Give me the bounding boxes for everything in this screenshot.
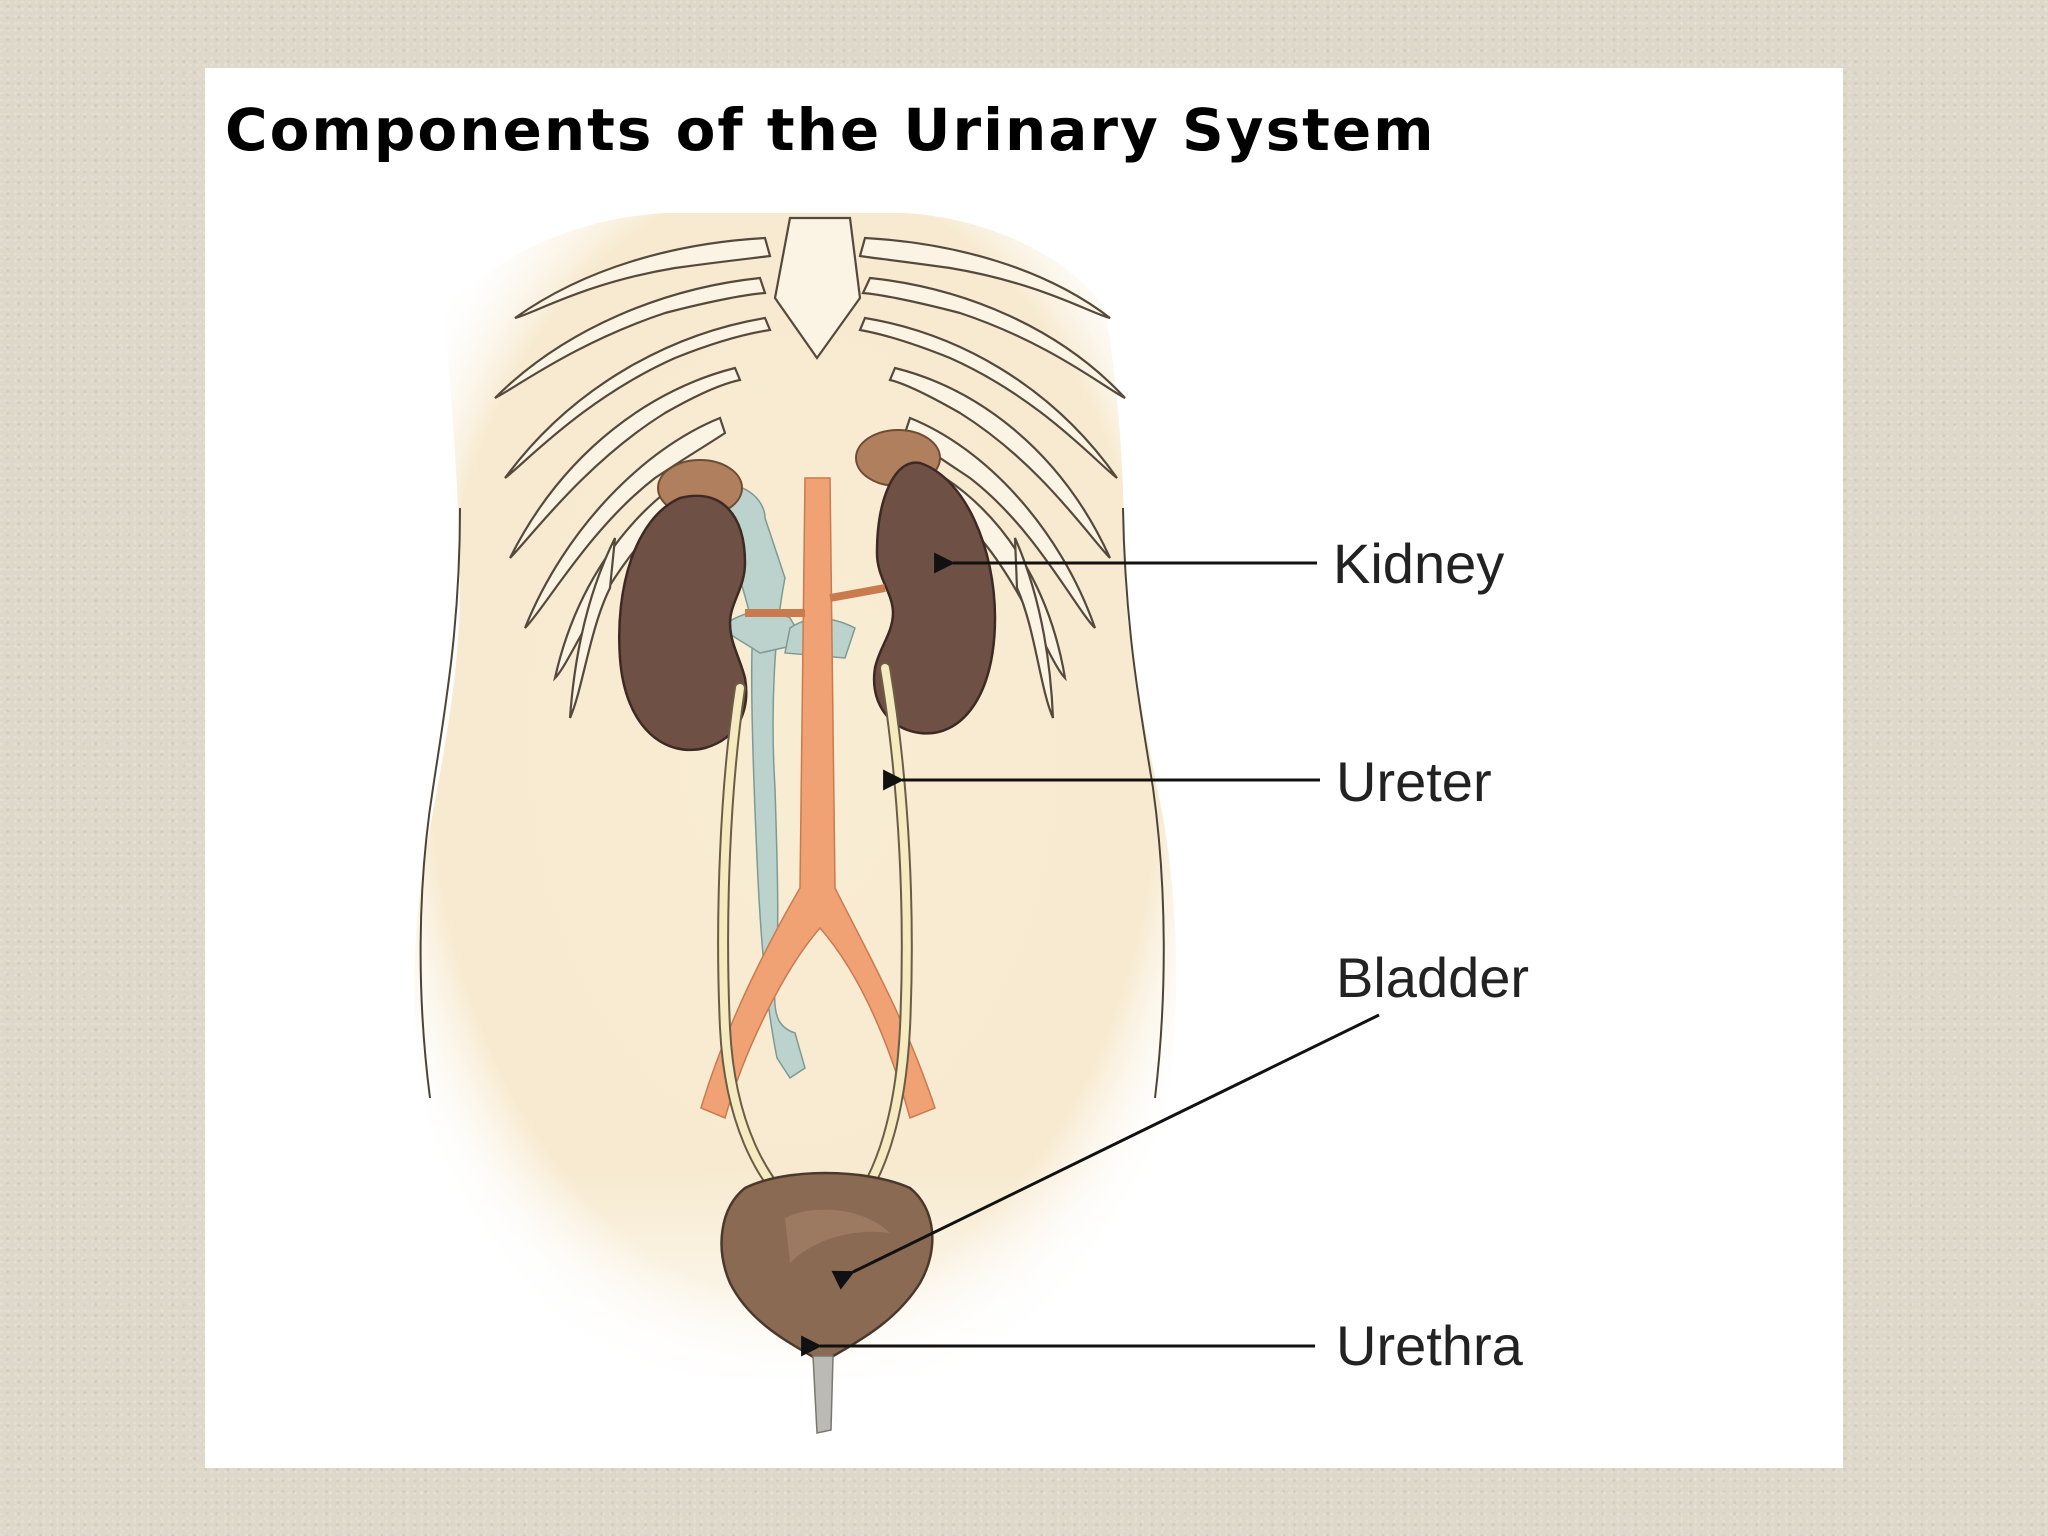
urethra <box>812 1355 834 1434</box>
sternum <box>773 216 862 360</box>
urinary-system-illustration <box>355 213 1380 1434</box>
torso-edges <box>419 507 1165 1099</box>
renal-vessels <box>745 584 886 617</box>
ureter-label: Ureter <box>1336 750 1492 813</box>
kidney-left <box>618 494 748 752</box>
urethra-label: Urethra <box>1336 1314 1523 1377</box>
bladder-label: Bladder <box>1336 946 1530 1009</box>
kidney-label: Kidney <box>1333 532 1505 595</box>
kidney-right <box>872 461 997 735</box>
bladder-leader-line <box>831 1013 1380 1290</box>
diagram-panel: Components of the Urinary System <box>205 68 1843 1468</box>
bladder <box>720 1171 934 1360</box>
diagram-title: Components of the Urinary System <box>225 96 1436 164</box>
